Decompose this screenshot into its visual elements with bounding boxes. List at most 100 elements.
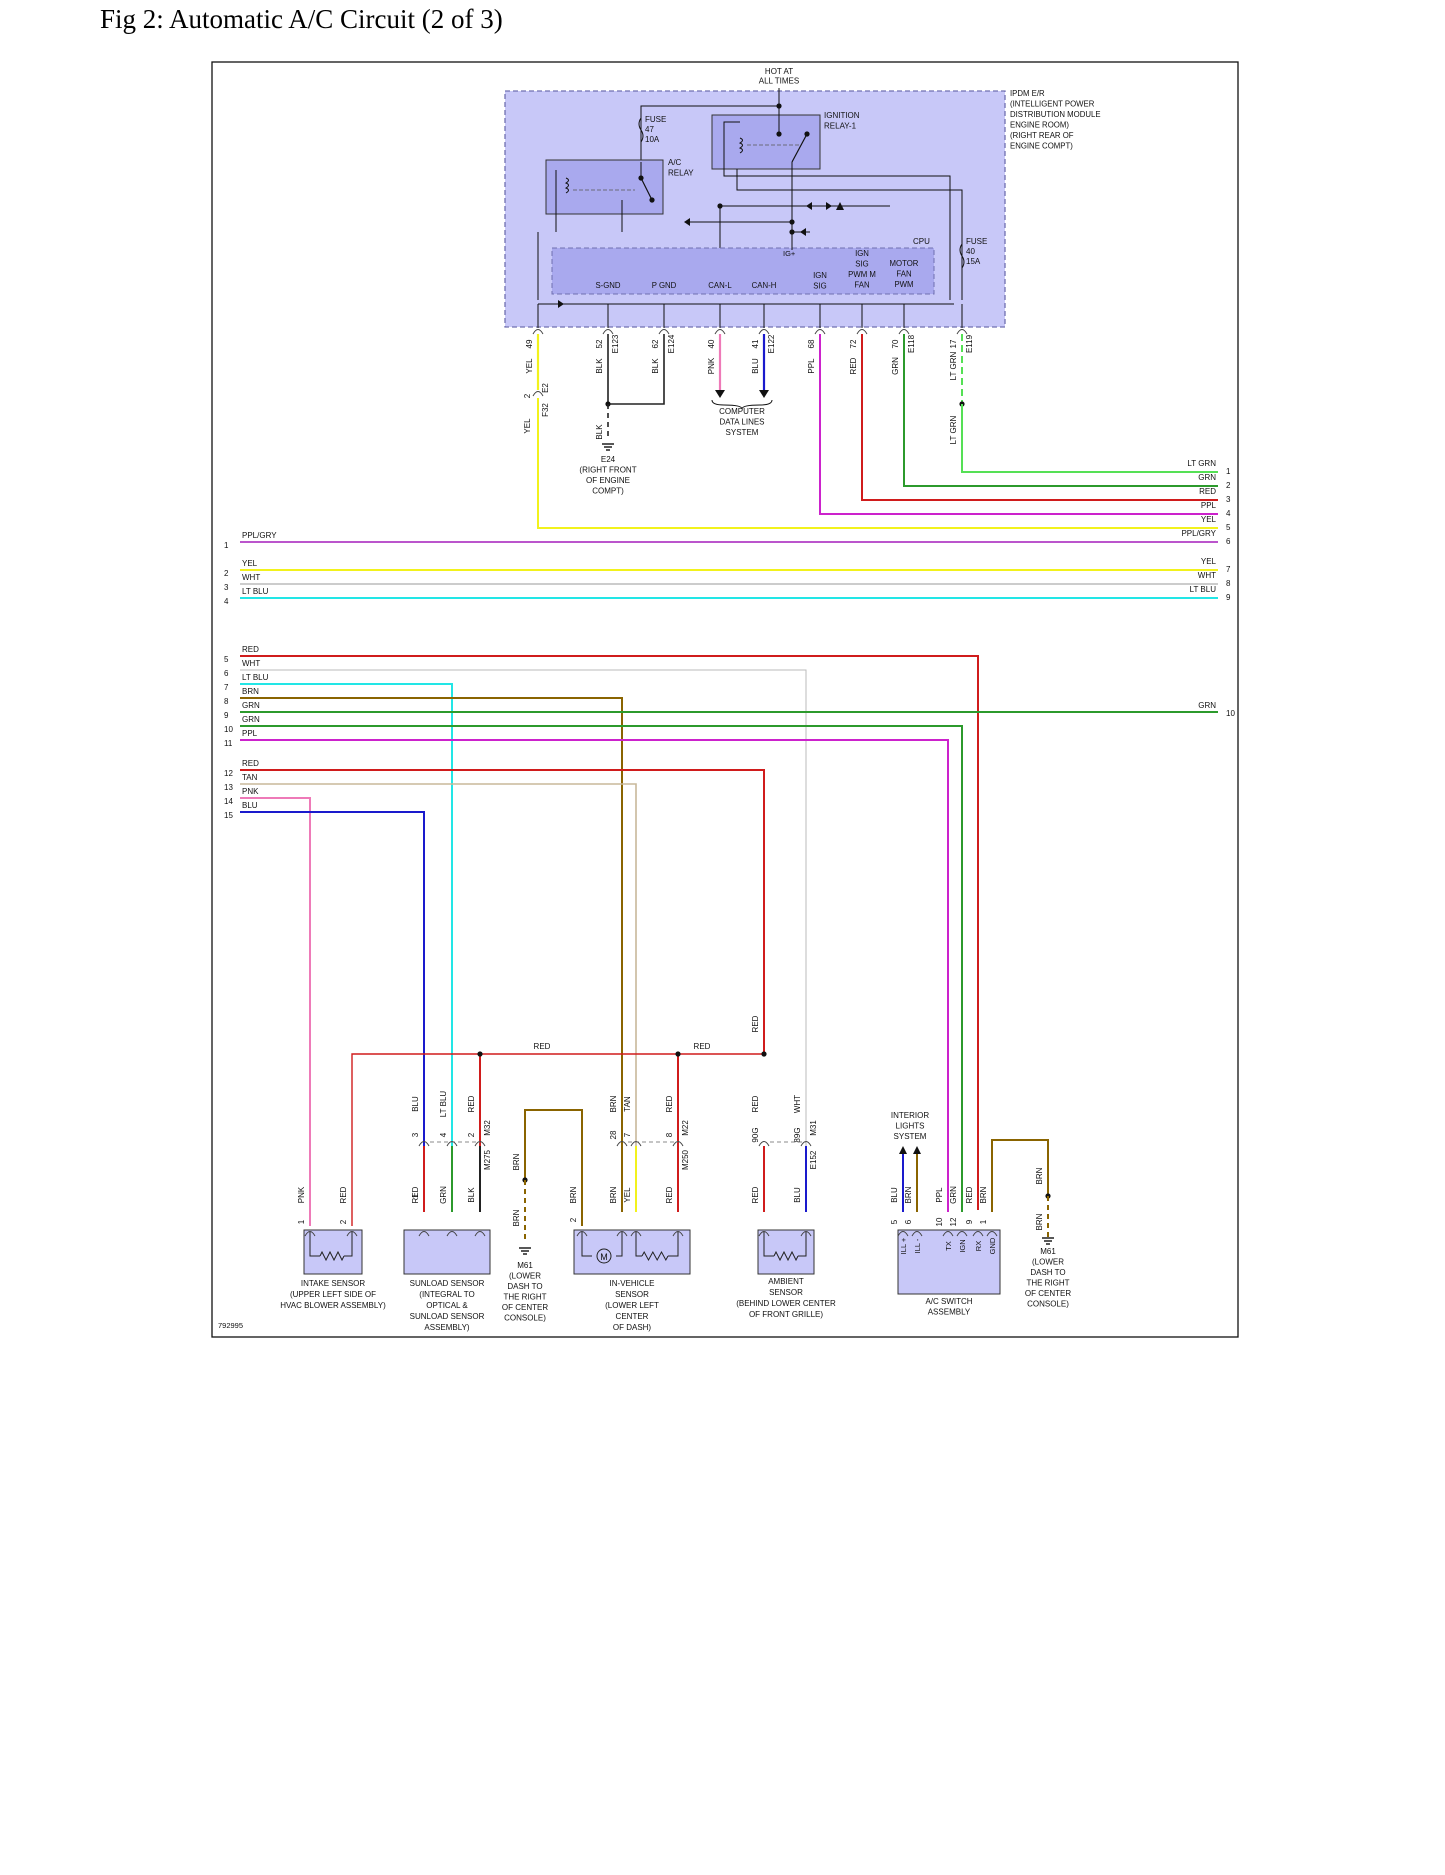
left-ref-number: 3 bbox=[224, 583, 229, 592]
blk-ground-wire bbox=[608, 334, 665, 405]
sensor-internal-wire bbox=[798, 1232, 807, 1257]
brn-ground-wire bbox=[524, 1109, 583, 1226]
diode-symbol bbox=[800, 228, 806, 236]
connector-pin bbox=[956, 1231, 968, 1237]
connector-pin-number: 7 bbox=[623, 1132, 632, 1137]
right-wire-label: RED bbox=[1199, 487, 1216, 496]
terminal-number: 2 bbox=[523, 393, 532, 398]
connector-pin bbox=[474, 1231, 486, 1237]
terminal-pin bbox=[714, 329, 726, 335]
switch-wire-color: BRN bbox=[904, 1186, 913, 1203]
connector-wire-top: RED bbox=[467, 1095, 476, 1112]
right-ref-number: 9 bbox=[1226, 593, 1231, 602]
pin-number: 1 bbox=[297, 1219, 306, 1224]
ac-switch-label: ASSEMBLY bbox=[928, 1308, 971, 1317]
red-wire bbox=[240, 655, 979, 1210]
right-wire-label: WHT bbox=[1198, 571, 1216, 580]
connector-wire-bottom: GRN bbox=[439, 1186, 448, 1204]
terminal-number: 49 bbox=[525, 339, 534, 348]
in-vehicle-sensor-label: IN-VEHICLE bbox=[610, 1279, 655, 1288]
switch-pin-number: 5 bbox=[890, 1219, 899, 1224]
terminal-pin bbox=[602, 329, 614, 335]
cpu-pin-label: IGN bbox=[855, 249, 869, 258]
connector-pin bbox=[758, 1231, 770, 1237]
ignition-relay-box bbox=[711, 114, 821, 170]
grn-wire bbox=[903, 334, 1218, 487]
ambient-sensor-label: AMBIENT bbox=[768, 1277, 804, 1286]
red-wire bbox=[861, 334, 1218, 501]
right-wire-label: PPL/GRY bbox=[1181, 529, 1216, 538]
connector-wire-top: RED bbox=[751, 1095, 760, 1112]
document-id: 792995 bbox=[218, 1321, 243, 1330]
sunload-sensor-label: (INTEGRAL TO bbox=[419, 1290, 474, 1299]
cpu-pin-label: MOTOR bbox=[890, 259, 919, 268]
e24-ground-label: OF ENGINE bbox=[586, 476, 630, 485]
connector-wire-top: LT BLU bbox=[439, 1091, 448, 1118]
right-ref-number: 7 bbox=[1226, 565, 1231, 574]
left-ref-number: 5 bbox=[224, 655, 229, 664]
connector-pin bbox=[972, 1231, 984, 1237]
terminal-pin bbox=[658, 329, 670, 335]
connector-pin bbox=[800, 1141, 812, 1147]
thermistor-symbol bbox=[319, 1250, 345, 1262]
connector-wire-bottom: BLK bbox=[467, 1187, 476, 1203]
m61-ground-label: (LOWER bbox=[1032, 1258, 1064, 1267]
left-wire-label: LT BLU bbox=[242, 673, 269, 682]
interior-lights-label: SYSTEM bbox=[894, 1132, 927, 1141]
data-lines-brace bbox=[711, 399, 773, 410]
e24-ground-label: (RIGHT FRONT bbox=[579, 466, 636, 475]
m61-ground-label: CONSOLE) bbox=[504, 1314, 546, 1323]
terminal-wire-color: PPL bbox=[807, 358, 816, 374]
connector-pin bbox=[576, 1231, 588, 1237]
interior-lights-label: LIGHTS bbox=[896, 1122, 925, 1131]
left-ref-number: 15 bbox=[224, 811, 233, 820]
left-wire-label: GRN bbox=[242, 715, 260, 724]
connector-pin-number: 3 bbox=[411, 1132, 420, 1137]
connector-id: E123 bbox=[611, 334, 620, 353]
data-lines-label: COMPUTER bbox=[719, 407, 765, 416]
ignition-relay-label: RELAY-1 bbox=[824, 122, 857, 131]
wire-color-label: BRN bbox=[569, 1186, 578, 1203]
sensor-internal-wire bbox=[668, 1232, 679, 1257]
cpu-label: CPU bbox=[913, 237, 930, 246]
sensor-internal-wire bbox=[581, 1232, 592, 1257]
right-wire-label: YEL bbox=[1201, 557, 1217, 566]
wht-wire bbox=[240, 669, 807, 1150]
ambient-sensor-label: OF FRONT GRILLE) bbox=[749, 1310, 823, 1319]
wire-color-label: PNK bbox=[297, 1186, 306, 1203]
right-ref-number: 10 bbox=[1226, 709, 1235, 718]
left-wire-label: BLU bbox=[242, 801, 258, 810]
sunload-sensor-label: SUNLOAD SENSOR bbox=[410, 1312, 485, 1321]
pin-number: 1 bbox=[411, 1193, 420, 1198]
relay-contact-arm bbox=[791, 133, 808, 163]
switch-wire-color: RED bbox=[965, 1186, 974, 1203]
hot-at-all-times-label: HOT AT bbox=[765, 67, 793, 76]
relay-contact-arm bbox=[640, 177, 653, 201]
data-lines-label: DATA LINES bbox=[719, 418, 764, 427]
junction-dot bbox=[649, 197, 655, 203]
fuse-40-label: FUSE bbox=[966, 237, 987, 246]
sensor-internal-wire bbox=[344, 1232, 353, 1257]
m61-ground-label: (LOWER bbox=[509, 1272, 541, 1281]
switch-pin-function: RX bbox=[974, 1241, 983, 1251]
terminal-wire-color: BLK bbox=[595, 358, 604, 374]
motor-letter: M bbox=[600, 1252, 608, 1262]
terminal-pin bbox=[814, 329, 826, 335]
left-ref-number: 13 bbox=[224, 783, 233, 792]
m61-ground-label: DASH TO bbox=[507, 1282, 542, 1291]
left-ref-number: 4 bbox=[224, 597, 229, 606]
right-ref-number: 1 bbox=[1226, 467, 1231, 476]
terminal-number: 17 bbox=[949, 339, 958, 348]
in-vehicle-sensor-label: CENTER bbox=[616, 1312, 649, 1321]
grn-wire bbox=[240, 725, 963, 1212]
junction-dot bbox=[789, 219, 795, 225]
lt-blu-wire bbox=[240, 683, 453, 1212]
thermistor-symbol bbox=[641, 1250, 669, 1262]
ipdm-name-label: DISTRIBUTION MODULE bbox=[1010, 110, 1101, 119]
tan-wire bbox=[240, 783, 637, 1212]
right-wire-label: GRN bbox=[1198, 473, 1216, 482]
switch-pin-number: 10 bbox=[935, 1217, 944, 1226]
junction-dot bbox=[477, 1051, 483, 1057]
left-wire-label: WHT bbox=[242, 573, 260, 582]
right-wire-label: GRN bbox=[1198, 701, 1216, 710]
